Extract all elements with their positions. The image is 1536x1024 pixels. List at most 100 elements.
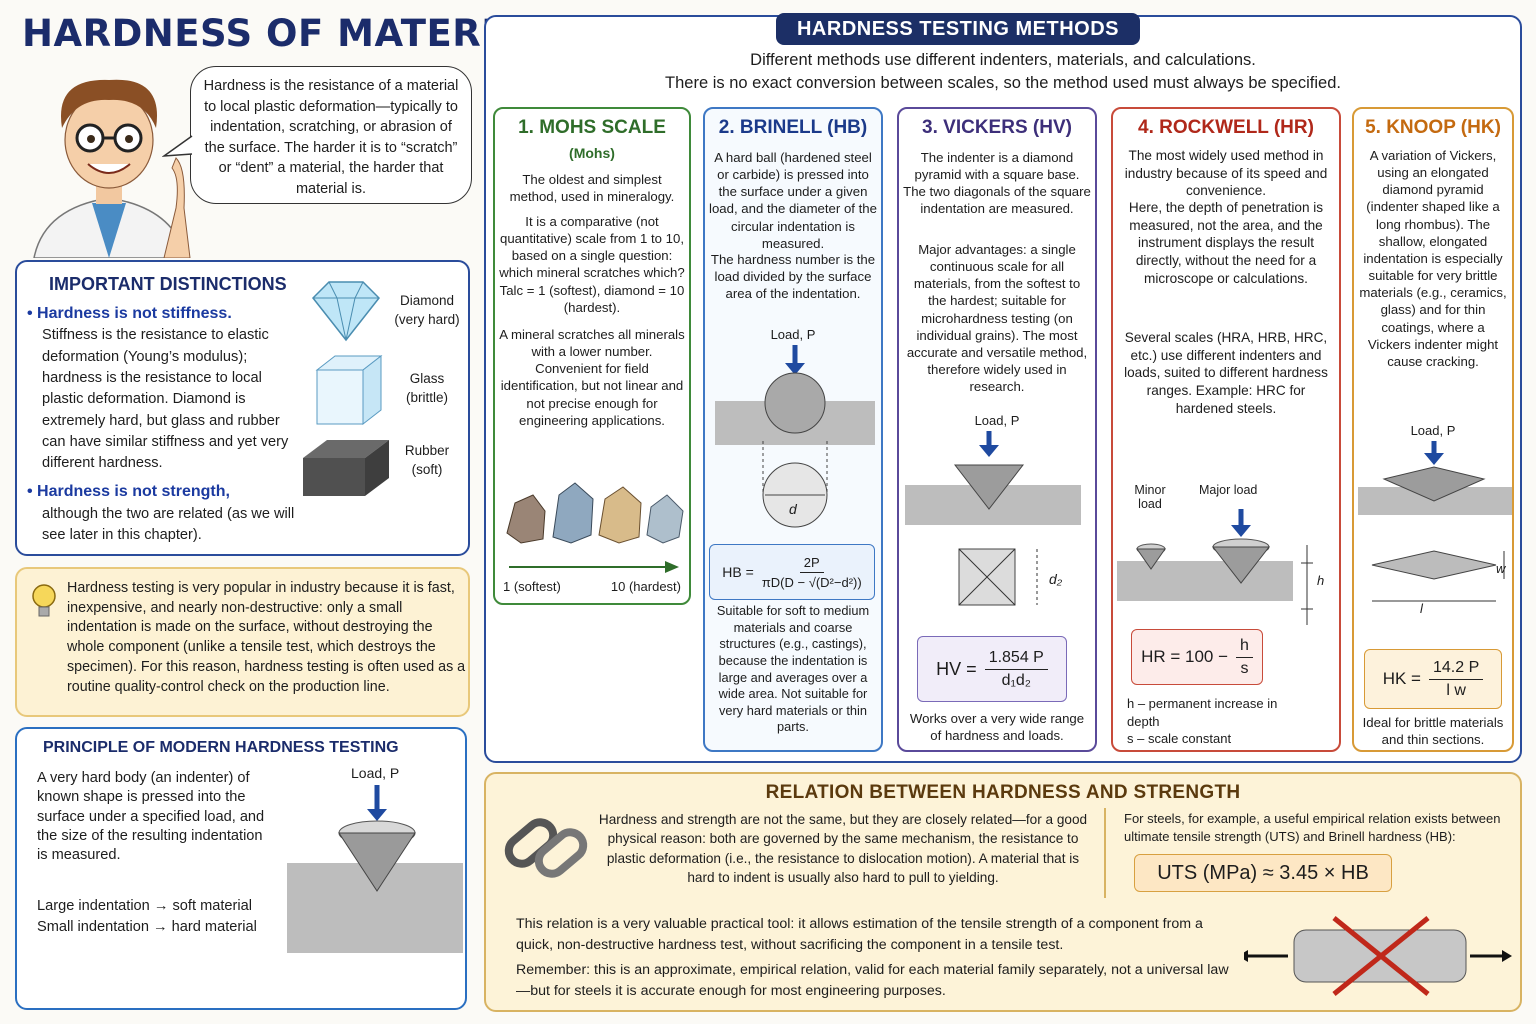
knoop-note: Ideal for brittle materials and thin sec… [1362, 715, 1504, 748]
mohs-card: 1. MOHS SCALE (Mohs) The oldest and simp… [493, 107, 691, 605]
vickers-formula-lhs: HV = [936, 658, 977, 679]
knoop-formula-num: 14.2 P [1429, 659, 1484, 680]
diamond-note: (very hard) [394, 311, 460, 327]
relation-title: RELATION BETWEEN HARDNESS AND STRENGTH [765, 782, 1241, 803]
knoop-w-label: w [1496, 561, 1506, 576]
methods-title: HARDNESS TESTING METHODS [776, 13, 1140, 45]
industry-tip-panel: Hardness testing is very popular in indu… [15, 567, 470, 717]
principle-load-label: Load, P [351, 765, 400, 781]
mohs-title: 1. MOHS SCALE [518, 117, 666, 138]
mohs-low-label: 1 (softest) [503, 579, 561, 594]
knoop-load-label: Load, P [1410, 423, 1456, 438]
knoop-formula: HK = 14.2 P l w [1364, 649, 1502, 709]
rockwell-indenter-illustration [1117, 509, 1313, 625]
rockwell-text-1: The most widely used method in industry … [1124, 148, 1328, 199]
knoop-l-label: l [1420, 601, 1423, 616]
brinell-title: 2. BRINELL (HB) [718, 117, 868, 138]
strength-text: although the two are related (as we will… [42, 505, 295, 544]
rockwell-formula-lhs: HR = 100 − [1141, 647, 1229, 666]
knoop-title: 5. KNOOP (HK) [1365, 117, 1501, 138]
relation-text-2: For steels, for example, a useful empiri… [1124, 811, 1501, 845]
rockwell-formula-den: s [1240, 659, 1249, 677]
vickers-formula-den: d₁d₂ [1001, 671, 1031, 689]
brinell-formula: HB = 2P πD(D − √(D²−d²)) [709, 544, 875, 600]
rockwell-major-label: Major load [1199, 483, 1258, 497]
distinctions-title: IMPORTANT DISTINCTIONS [49, 274, 287, 294]
principle-text: A very hard body (an indenter) of known … [37, 770, 265, 863]
relation-text-4: Remember: this is an approximate, empiri… [516, 962, 1229, 999]
mohs-subtitle: (Mohs) [569, 145, 615, 161]
rockwell-title: 4. ROCKWELL (HR) [1138, 117, 1314, 138]
tensile-bar-crossed-illustration [1244, 916, 1512, 996]
vickers-text-2: Major advantages: a single continuous sc… [906, 242, 1088, 395]
bubble-tail [162, 135, 193, 157]
relation-text-3: This relation is a very valuable practic… [516, 916, 1203, 953]
glass-cube-icon [315, 354, 383, 426]
rubber-block-icon [303, 440, 389, 496]
rockwell-card: 4. ROCKWELL (HR) The most widely used me… [1111, 107, 1341, 752]
knoop-text: A variation of Vickers, using an elongat… [1359, 148, 1507, 369]
mohs-high-label: 10 (hardest) [610, 579, 681, 594]
brinell-d-label: d [789, 501, 797, 517]
vickers-d-label: d₂ [1049, 571, 1063, 587]
chain-link-icon [504, 818, 588, 878]
minerals-illustration [506, 482, 684, 573]
vickers-note: Works over a very wide range of hardness… [909, 711, 1085, 744]
vickers-pyramid-illustration [905, 431, 1081, 606]
brinell-load-label: Load, P [770, 327, 816, 342]
vickers-formula-num: 1.854 P [984, 649, 1048, 670]
brinell-card: 2. BRINELL (HB) A hard ball (hardened st… [703, 107, 883, 752]
small-indentation-line: Small indentation → hard material [37, 919, 257, 935]
page-title: HARDNESS OF MATERIALS [22, 12, 576, 55]
vickers-card: 3. VICKERS (HV) The indenter is a diamon… [897, 107, 1097, 752]
diamond-icon [311, 281, 381, 342]
rubber-label: Rubber [404, 443, 450, 458]
stiffness-text: Stiffness is the resistance to elastic d… [42, 327, 289, 472]
rockwell-text-2: Here, the depth of penetration is measur… [1128, 200, 1324, 286]
lightbulb-icon [32, 584, 56, 617]
brinell-formula-lhs: HB = [722, 564, 754, 580]
vickers-formula: HV = 1.854 P d₁d₂ [917, 636, 1067, 702]
rockwell-formula: HR = 100 − h s [1131, 629, 1263, 685]
cone-indenter-illustration [287, 785, 463, 953]
brinell-formula-num: 2P [799, 555, 824, 573]
brinell-formula-den: πD(D − √(D²−d²)) [761, 574, 862, 590]
industry-tip-text: Hardness testing is very popular in indu… [67, 580, 466, 695]
rockwell-formula-num: h [1236, 637, 1253, 658]
methods-intro-line2: There is no exact conversion between sca… [665, 74, 1341, 93]
knoop-formula-lhs: HK = [1382, 669, 1421, 688]
relation-panel: RELATION BETWEEN HARDNESS AND STRENGTH H… [484, 772, 1522, 1012]
principle-title: PRINCIPLE OF MODERN HARDNESS TESTING [43, 739, 399, 756]
knoop-pyramid-illustration [1358, 441, 1512, 602]
brinell-text-1: A hard ball (hardened steel or carbide) … [709, 150, 877, 251]
relation-text-1: Hardness and strength are not the same, … [598, 812, 1088, 885]
large-indentation-line: Large indentation → soft material [37, 898, 252, 914]
rockwell-text-3: Several scales (HRA, HRB, HRC, etc.) use… [1124, 330, 1328, 416]
methods-intro-line1: Different methods use different indenter… [750, 51, 1256, 69]
brinell-ball-illustration [715, 345, 875, 528]
strength-heading: Hardness is not strength, [37, 483, 230, 501]
knoop-formula-den: l w [1446, 681, 1466, 699]
brinell-note: Suitable for soft to medium materials an… [716, 603, 870, 735]
rockwell-h-label: h [1317, 573, 1325, 588]
vickers-load-label: Load, P [974, 413, 1020, 428]
scientist-illustration [33, 79, 191, 258]
mohs-text-1: The oldest and simplest method, used in … [509, 172, 675, 205]
principle-panel: PRINCIPLE OF MODERN HARDNESS TESTING A v… [15, 727, 467, 1010]
glass-note: (brittle) [405, 389, 448, 405]
distinctions-panel: IMPORTANT DISTINCTIONS • Hardness is not… [15, 260, 470, 556]
knoop-card: 5. KNOOP (HK) A variation of Vickers, us… [1352, 107, 1514, 752]
glass-label: Glass [409, 371, 445, 386]
rockwell-note-2: s – scale constant [1127, 731, 1232, 746]
diamond-label: Diamond [399, 293, 455, 308]
rockwell-minor-label: Minor load [1134, 483, 1166, 511]
rockwell-note-1: h – permanent increase in depth [1127, 696, 1278, 729]
vickers-title: 3. VICKERS (HV) [922, 117, 1072, 138]
definition-bubble: Hardness is the resistance of a material… [190, 66, 472, 204]
rubber-note: (soft) [411, 461, 443, 477]
vickers-text-1: The indenter is a diamond pyramid with a… [903, 150, 1091, 217]
mohs-text-3: A mineral scratches all minerals with a … [499, 327, 685, 428]
mohs-text-2: It is a comparative (not quantitative) s… [499, 214, 685, 315]
methods-intro: Different methods use different indenter… [490, 49, 1516, 95]
brinell-text-2: The hardness number is the load divided … [710, 252, 876, 302]
